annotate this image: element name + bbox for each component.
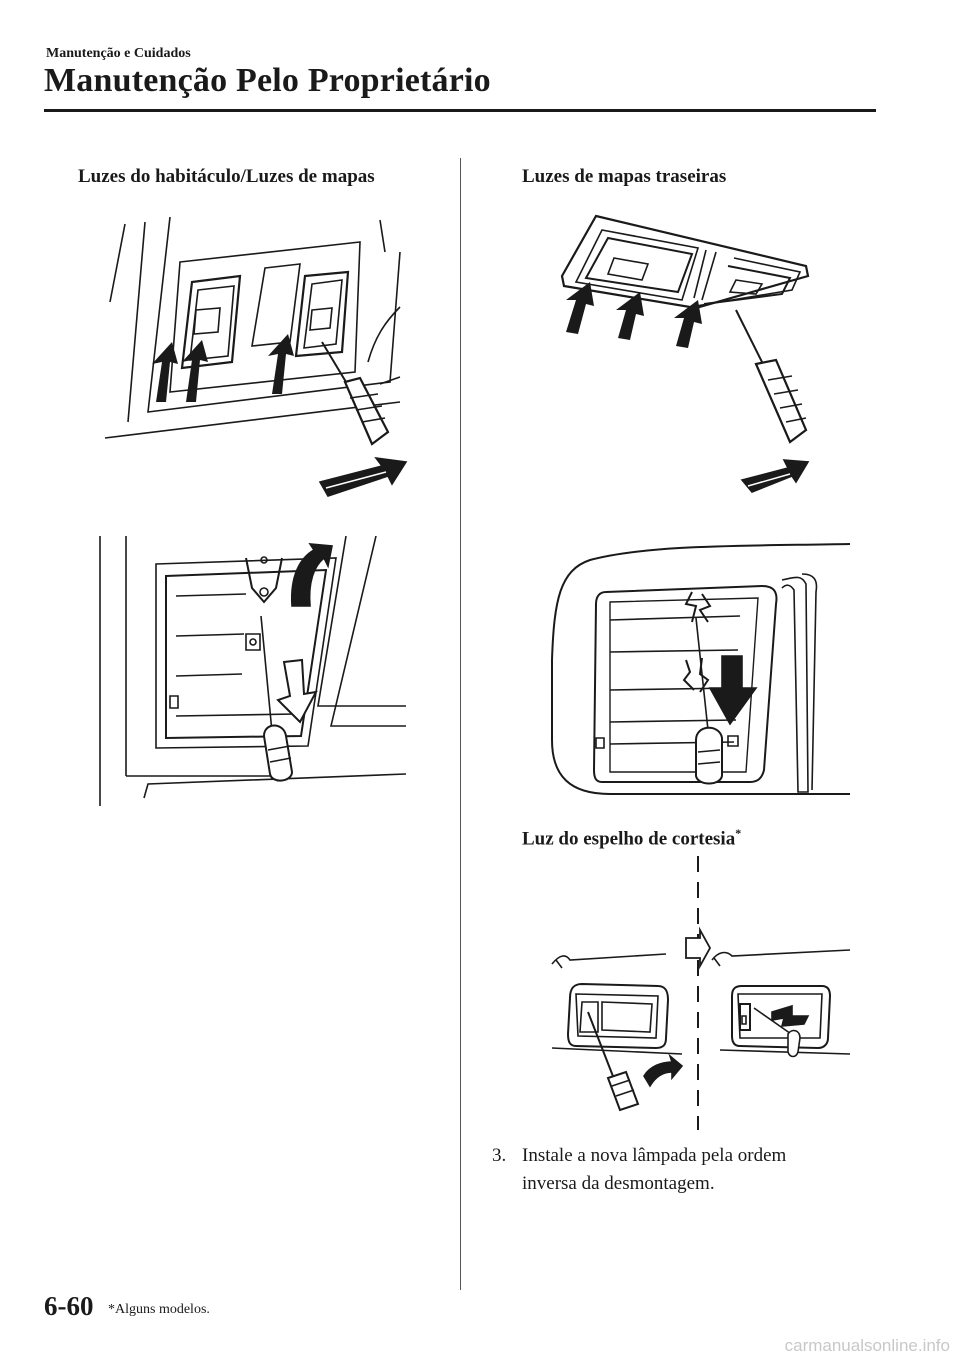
title-rule (44, 109, 876, 112)
step-text-line-1: Instale a nova lâmpada pela ordem (522, 1145, 787, 1166)
column-divider (460, 158, 461, 1290)
vanity-mirror-light-label: Luz do espelho de cortesia (522, 828, 736, 850)
vanity-mirror-light-heading: Luz do espelho de cortesia* (522, 826, 741, 850)
interior-map-light-removal-illustration (104, 216, 408, 497)
step-number: 3. (492, 1145, 507, 1166)
rear-map-lights-heading: Luzes de mapas traseiras (522, 166, 727, 187)
rear-map-light-bulb-illustration (551, 543, 851, 795)
interior-map-lights-heading: Luzes do habitáculo/Luzes de mapas (78, 166, 375, 187)
step-text-line-2: inversa da desmontagem. (522, 1173, 715, 1194)
page-title: Manutenção Pelo Proprietário (44, 62, 491, 99)
watermark: carmanualsonline.info (784, 1336, 950, 1355)
step-3: 3. Instale a nova lâmpada pela ordem inve… (492, 1142, 912, 1198)
vanity-mirror-light-illustration (551, 856, 851, 1130)
section-label: Manutenção e Cuidados (46, 46, 191, 61)
footnote: *Alguns modelos. (108, 1302, 210, 1317)
some-models-marker: * (735, 826, 742, 840)
interior-map-light-bulb-illustration (99, 536, 407, 806)
page-number: 6-60 (44, 1291, 94, 1321)
rear-map-light-removal-illustration (560, 214, 810, 493)
